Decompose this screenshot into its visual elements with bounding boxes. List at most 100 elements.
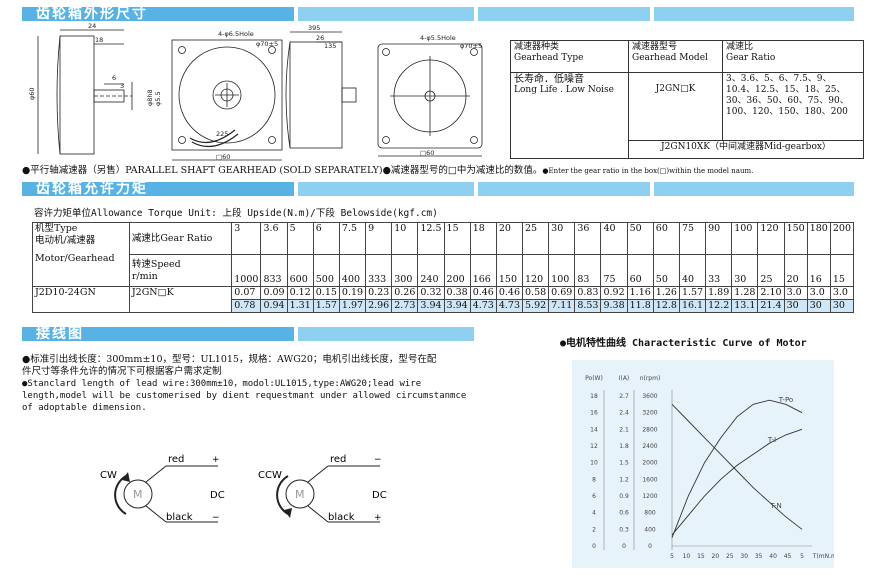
ratio-cell: 90 — [705, 222, 733, 255]
upper-cell: 0.26 — [391, 286, 419, 300]
caption-line: ●平行轴减速器（另售）PARALLEL SHAFT GEARHEAD (SOLD… — [22, 162, 868, 176]
wiring-note-cn1: ●标准引出线长度：300mm±10，型号：UL1015，规格：AWG20；电机引… — [22, 354, 437, 365]
speed-cell: 333 — [365, 254, 393, 287]
lower-cell: 0.78 — [231, 299, 262, 313]
tick-label-power: 4 — [592, 510, 596, 517]
speed-cell: 40 — [678, 254, 707, 287]
lower-cell: 3.94 — [443, 299, 471, 313]
torque-unit-note: 容许力矩单位Allowance Torque Unit: 上段 Upside(N… — [34, 208, 438, 219]
ratio-cell: 9 — [365, 222, 393, 255]
header-model-cn: 减速器型号 — [632, 42, 678, 52]
upper-cell: 0.07 — [231, 286, 262, 300]
dim-label: φ70±5 — [256, 40, 278, 48]
section-bar-torque — [22, 182, 294, 196]
lower-cell: 16.1 — [678, 299, 707, 313]
upper-cell: 0.69 — [548, 286, 576, 300]
series-label-t-po: T-Po — [778, 396, 793, 404]
tick-label-power: 2 — [592, 526, 596, 533]
dim-label: 3 — [120, 82, 124, 90]
lower-cell: 3.94 — [417, 299, 445, 313]
speed-cell: 600 — [286, 254, 314, 287]
lower-cell: 2.73 — [391, 299, 419, 313]
ratio-cell: 200 — [829, 222, 855, 255]
speed-cell: 16 — [806, 254, 831, 287]
tick-label-current: 2.1 — [619, 426, 629, 433]
upper-cell: 0.46 — [495, 286, 524, 300]
axis-label-speed: n(rpm) — [640, 375, 661, 382]
wiring-note-en3: of adoptable dimension. — [22, 403, 147, 413]
tick-label-torque: 5 — [670, 553, 674, 560]
terminal-minus: − — [212, 513, 220, 523]
series-label-t-n: T-N — [769, 502, 781, 510]
ratio-cell: 40 — [600, 222, 628, 255]
header-model-en: Gearhead Model — [632, 53, 708, 63]
upper-cell: 3.0 — [806, 286, 831, 300]
tick-label-power: 8 — [592, 476, 596, 483]
upper-cell: 0.38 — [443, 286, 471, 300]
speed-cell: 300 — [391, 254, 419, 287]
upper-cell: 0.58 — [522, 286, 550, 300]
dim-label: φ5.5 — [154, 91, 162, 106]
ratio-cell: 180 — [806, 222, 831, 255]
axis-label-current: I(A) — [619, 375, 630, 382]
tick-label-current: 2.4 — [619, 410, 629, 417]
ratio-cell: 120 — [757, 222, 785, 255]
terminal-plus: + — [212, 455, 220, 465]
lower-cell: 2.96 — [365, 299, 393, 313]
lower-cell: 13.1 — [731, 299, 759, 313]
upper-cell: 1.89 — [705, 286, 733, 300]
tick-label-current: 0.6 — [619, 510, 629, 517]
upper-cell: 2.10 — [757, 286, 785, 300]
section-bar-decor — [298, 182, 474, 196]
upper-cell: 1.16 — [626, 286, 654, 300]
dim-label: □60 — [216, 153, 230, 161]
torque-table: 机型Type 电动机/减速器 Motor/Gearhead 减速比Gear Ra… — [32, 222, 855, 313]
dc-label: DC — [210, 490, 225, 501]
tick-label-current: 0.9 — [619, 493, 629, 500]
header-type-en: Gearhead Type — [514, 53, 584, 63]
ratio-cell: 3.6 — [260, 222, 288, 255]
upper-cell: 1.28 — [731, 286, 759, 300]
tick-label-current: 0.3 — [619, 526, 629, 533]
upper-cell: 0.92 — [600, 286, 628, 300]
ratio-cell: 100 — [731, 222, 759, 255]
lower-cell: 1.31 — [286, 299, 314, 313]
upper-cell: 3.0 — [783, 286, 808, 300]
ratio-cell: 30 — [548, 222, 576, 255]
side-view2-body — [289, 41, 343, 149]
ccw-wiring-diagram: CCW M red black − + DC — [258, 454, 387, 523]
ratio-cell: 75 — [678, 222, 707, 255]
lower-cell: 5.92 — [522, 299, 550, 313]
ratio-cell: 18 — [469, 222, 497, 255]
speed-cell: 30 — [731, 254, 759, 287]
speed-cell: 60 — [626, 254, 654, 287]
gearhead-drawing: 24 18 6 3 395 26 135 □60 □60 φ60 φ8h8 φ5… — [28, 22, 483, 161]
section-bar-decor — [478, 182, 650, 196]
header-ratio-cn: 减速比 — [726, 42, 754, 52]
upper-cell: 0.15 — [312, 286, 340, 300]
upper-cell: 1.57 — [678, 286, 707, 300]
section-bar-wiring — [22, 327, 294, 341]
lower-cell: 0.94 — [260, 299, 288, 313]
upper-cell: 0.09 — [260, 286, 288, 300]
speed-cell: 200 — [443, 254, 471, 287]
dc-label: DC — [372, 490, 387, 501]
upper-cell: 0.46 — [469, 286, 497, 300]
tick-label-speed: 400 — [644, 526, 656, 533]
caption-mid: ●减速器型号的□中为减速比的数值。 — [382, 165, 543, 176]
lower-cell: 1.57 — [312, 299, 340, 313]
series-line-t-n — [671, 403, 803, 530]
tick-label-speed: 2800 — [642, 426, 657, 433]
ratio-cell: 150 — [783, 222, 808, 255]
speed-cell: 25 — [757, 254, 785, 287]
terminal-minus: − — [374, 455, 382, 465]
wiring-note-en1: ●Stanclard length of lead wire:300mm±10，… — [22, 379, 422, 389]
tick-label-current: 1.8 — [619, 443, 629, 450]
lower-cell: 12.8 — [652, 299, 680, 313]
lower-cell: 12.2 — [705, 299, 733, 313]
mid-gearbox: J2GN10XK（中间减速器Mid-gearbox） — [661, 141, 831, 152]
upper-cell: 0.32 — [417, 286, 445, 300]
series-line-t-i — [671, 428, 803, 536]
ratio-cell: 25 — [522, 222, 550, 255]
tick-label-power: 12 — [590, 443, 598, 450]
